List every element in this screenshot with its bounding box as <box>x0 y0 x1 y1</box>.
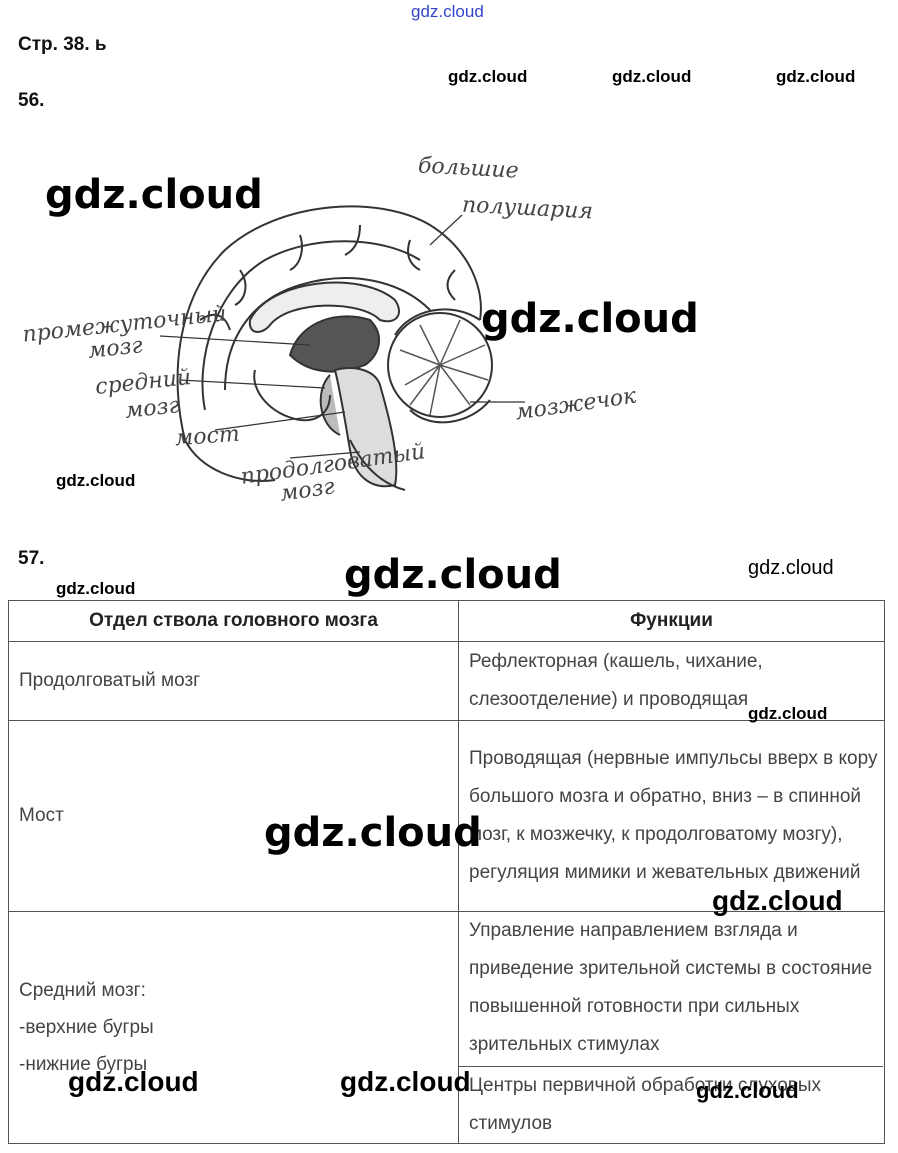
hemisphere-outline <box>176 205 482 441</box>
function-text: Центры первичной обработки слуховых стим… <box>459 1066 883 1143</box>
section-item: -верхние бугры <box>19 1017 154 1038</box>
watermark: gdz.cloud <box>344 552 562 598</box>
table-header-row: Отдел ствола головного мозга Функции <box>8 600 885 642</box>
watermark: gdz.cloud <box>481 296 699 342</box>
table-row: Мост Проводящая (нервные импульсы вверх … <box>8 720 885 912</box>
watermark: gdz.cloud <box>776 67 856 86</box>
watermark: gdz.cloud <box>264 810 482 856</box>
section-cell: Мост <box>8 720 459 912</box>
watermark: gdz.cloud <box>45 172 263 218</box>
table-row: Средний мозг: -верхние бугры -нижние буг… <box>8 911 885 1144</box>
function-cell: Проводящая (нервные импульсы вверх в кор… <box>458 720 885 912</box>
watermark: gdz.cloud <box>696 1078 799 1103</box>
watermark: gdz.cloud <box>748 557 834 579</box>
section-item: -нижние бугры <box>19 1054 148 1075</box>
watermark: gdz.cloud <box>68 1066 199 1097</box>
section-cell: Продолговатый мозг <box>8 641 459 721</box>
function-text: Управление направлением взгляда и привед… <box>469 920 873 1055</box>
watermark: gdz.cloud <box>448 67 528 86</box>
label-pons: мост <box>174 421 241 452</box>
task-57-number: 57. <box>18 548 45 569</box>
watermark: gdz.cloud <box>56 579 136 598</box>
function-cell: Управление направлением взгляда и привед… <box>458 911 885 1144</box>
brain-diagram <box>159 205 525 491</box>
watermark-top: gdz.cloud <box>411 2 484 21</box>
column-header: Функции <box>458 600 885 642</box>
task-56-number: 56. <box>18 90 45 111</box>
watermark: gdz.cloud <box>712 885 843 916</box>
brainstem-functions-table: Отдел ствола головного мозга Функции Про… <box>8 600 885 1144</box>
section-title: Средний мозг: <box>19 980 146 1001</box>
function-cell: Рефлекторная (кашель, чихание, слезоотде… <box>458 641 885 721</box>
watermark: gdz.cloud <box>748 704 828 723</box>
watermark: gdz.cloud <box>612 67 692 86</box>
label-hemispheres: большие <box>417 153 520 184</box>
watermark: gdz.cloud <box>340 1066 471 1097</box>
page-reference: Стр. 38. ь <box>18 34 107 55</box>
table-row: Продолговатый мозг Рефлекторная (кашель,… <box>8 641 885 721</box>
column-header: Отдел ствола головного мозга <box>8 600 459 642</box>
watermark: gdz.cloud <box>56 471 136 490</box>
section-cell: Средний мозг: -верхние бугры -нижние буг… <box>8 911 459 1144</box>
